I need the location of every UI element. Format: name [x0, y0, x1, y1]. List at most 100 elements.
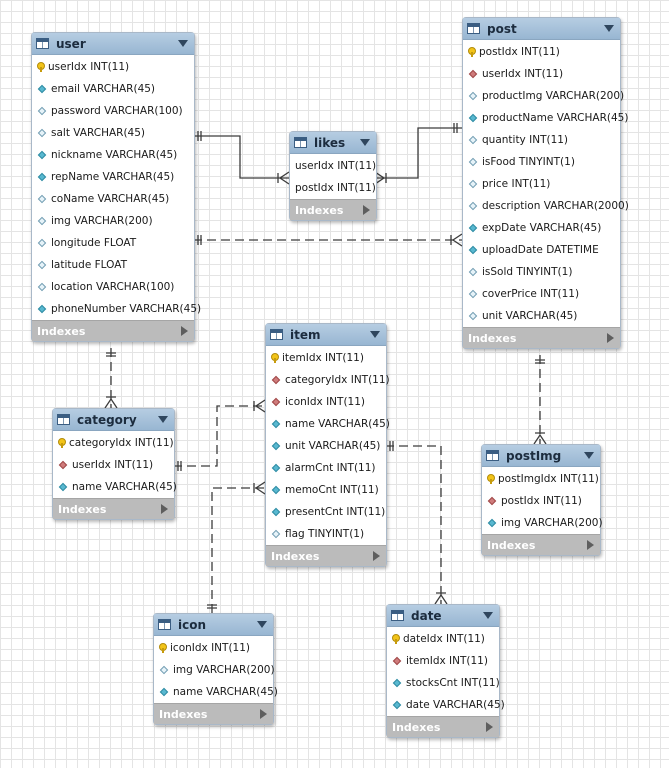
- column-row[interactable]: unit VARCHAR(45): [463, 305, 620, 327]
- expand-arrow-icon[interactable]: [363, 205, 370, 215]
- table-icon-entity[interactable]: icon iconIdx INT(11) img VARCHAR(200) na…: [153, 613, 278, 725]
- column-row[interactable]: memoCnt INT(11): [266, 479, 386, 501]
- column-row[interactable]: img VARCHAR(200): [154, 659, 275, 681]
- column-icon: [271, 419, 281, 429]
- indexes-bar[interactable]: Indexes: [463, 327, 620, 348]
- column-row[interactable]: userIdx INT(11): [53, 454, 174, 476]
- column-row[interactable]: coName VARCHAR(45): [32, 188, 194, 210]
- table-likes[interactable]: likes userIdx INT(11) postIdx INT(11) In…: [289, 131, 377, 221]
- indexes-bar[interactable]: Indexes: [482, 534, 600, 555]
- collapse-arrow-icon[interactable]: [584, 452, 594, 459]
- column-row[interactable]: postIdx INT(11): [482, 490, 600, 512]
- table-header[interactable]: icon: [154, 614, 273, 636]
- relationship-category-item[interactable]: [173, 399, 266, 471]
- expand-arrow-icon[interactable]: [607, 333, 614, 343]
- relationship-post-likes[interactable]: [374, 123, 462, 185]
- column-row[interactable]: email VARCHAR(45): [32, 78, 194, 100]
- column-row[interactable]: img VARCHAR(200): [32, 210, 194, 232]
- column-row[interactable]: productImg VARCHAR(200): [463, 85, 624, 107]
- column-row[interactable]: longitude FLOAT: [32, 232, 194, 254]
- column-row[interactable]: latitude FLOAT: [32, 254, 194, 276]
- table-category[interactable]: category categoryIdx INT(11) userIdx INT…: [52, 408, 177, 520]
- collapse-arrow-icon[interactable]: [158, 416, 168, 423]
- expand-arrow-icon[interactable]: [486, 722, 493, 732]
- table-user[interactable]: user userIdx INT(11) email VARCHAR(45) p…: [31, 32, 201, 342]
- column-row[interactable]: itemIdx INT(11): [387, 650, 499, 672]
- column-row[interactable]: description VARCHAR(2000): [463, 195, 629, 217]
- column-row[interactable]: isFood TINYINT(1): [463, 151, 620, 173]
- column-row[interactable]: uploadDate DATETIME: [463, 239, 620, 261]
- column-row[interactable]: nickname VARCHAR(45): [32, 144, 194, 166]
- table-header[interactable]: item: [266, 324, 386, 346]
- table-date[interactable]: date dateIdx INT(11) itemIdx INT(11) sto…: [386, 604, 505, 738]
- collapse-arrow-icon[interactable]: [483, 612, 493, 619]
- column-row[interactable]: date VARCHAR(45): [387, 694, 505, 716]
- column-row[interactable]: userIdx INT(11): [463, 63, 620, 85]
- column-row[interactable]: postImgIdx INT(11): [482, 468, 600, 490]
- column-row[interactable]: name VARCHAR(45): [154, 681, 278, 703]
- collapse-arrow-icon[interactable]: [178, 40, 188, 47]
- column-row[interactable]: name VARCHAR(45): [266, 413, 390, 435]
- relationship-user-likes[interactable]: [193, 131, 290, 185]
- relationship-user-post[interactable]: [193, 233, 463, 247]
- indexes-bar[interactable]: Indexes: [32, 320, 194, 341]
- table-postimg[interactable]: postImg postImgIdx INT(11) postIdx INT(1…: [481, 444, 603, 556]
- column-label: name VARCHAR(45): [173, 686, 278, 698]
- column-row[interactable]: presentCnt INT(11): [266, 501, 386, 523]
- collapse-arrow-icon[interactable]: [257, 621, 267, 628]
- column-row[interactable]: postIdx INT(11): [290, 177, 376, 199]
- table-header[interactable]: date: [387, 605, 499, 627]
- collapse-arrow-icon[interactable]: [604, 25, 614, 32]
- column-label: categoryIdx INT(11): [285, 374, 390, 386]
- table-header[interactable]: user: [32, 33, 194, 55]
- column-row[interactable]: stocksCnt INT(11): [387, 672, 500, 694]
- column-row[interactable]: name VARCHAR(45): [53, 476, 177, 498]
- column-row[interactable]: unit VARCHAR(45): [266, 435, 386, 457]
- column-row[interactable]: itemIdx INT(11): [266, 347, 386, 369]
- column-row[interactable]: postIdx INT(11): [463, 41, 620, 63]
- relationship-post-postimg[interactable]: [533, 355, 547, 445]
- expand-arrow-icon[interactable]: [260, 709, 267, 719]
- column-row[interactable]: quantity INT(11): [463, 129, 620, 151]
- column-row[interactable]: alarmCnt INT(11): [266, 457, 386, 479]
- relationship-item-date[interactable]: [385, 441, 448, 605]
- table-header[interactable]: category: [53, 409, 174, 431]
- indexes-bar[interactable]: Indexes: [53, 498, 174, 519]
- column-row[interactable]: repName VARCHAR(45): [32, 166, 194, 188]
- column-row[interactable]: coverPrice INT(11): [463, 283, 620, 305]
- table-post[interactable]: post postIdx INT(11) userIdx INT(11) pro…: [462, 17, 629, 349]
- table-item[interactable]: item itemIdx INT(11) categoryIdx INT(11)…: [265, 323, 390, 567]
- expand-arrow-icon[interactable]: [373, 551, 380, 561]
- expand-arrow-icon[interactable]: [181, 326, 188, 336]
- column-row[interactable]: img VARCHAR(200): [482, 512, 603, 534]
- expand-arrow-icon[interactable]: [161, 504, 168, 514]
- indexes-bar[interactable]: Indexes: [290, 199, 376, 220]
- collapse-arrow-icon[interactable]: [360, 139, 370, 146]
- expand-arrow-icon[interactable]: [587, 540, 594, 550]
- column-row[interactable]: userIdx INT(11): [32, 56, 194, 78]
- column-row[interactable]: phoneNumber VARCHAR(45): [32, 298, 201, 320]
- indexes-bar[interactable]: Indexes: [266, 545, 386, 566]
- indexes-bar[interactable]: Indexes: [154, 703, 273, 724]
- column-row[interactable]: isSold TINYINT(1): [463, 261, 620, 283]
- column-row[interactable]: salt VARCHAR(45): [32, 122, 194, 144]
- column-row[interactable]: userIdx INT(11): [290, 155, 376, 177]
- column-row[interactable]: password VARCHAR(100): [32, 100, 194, 122]
- column-row[interactable]: iconIdx INT(11): [266, 391, 386, 413]
- table-header[interactable]: post: [463, 18, 620, 40]
- column-row[interactable]: location VARCHAR(100): [32, 276, 194, 298]
- column-row[interactable]: dateIdx INT(11): [387, 628, 499, 650]
- relationship-icon-item[interactable]: [207, 481, 266, 613]
- collapse-arrow-icon[interactable]: [370, 331, 380, 338]
- column-row[interactable]: categoryIdx INT(11): [53, 432, 174, 454]
- column-row[interactable]: price INT(11): [463, 173, 620, 195]
- relationship-user-category[interactable]: [104, 348, 118, 409]
- table-header[interactable]: likes: [290, 132, 376, 154]
- column-row[interactable]: expDate VARCHAR(45): [463, 217, 620, 239]
- column-row[interactable]: flag TINYINT(1): [266, 523, 386, 545]
- column-row[interactable]: iconIdx INT(11): [154, 637, 273, 659]
- column-row[interactable]: categoryIdx INT(11): [266, 369, 390, 391]
- table-header[interactable]: postImg: [482, 445, 600, 467]
- column-row[interactable]: productName VARCHAR(45): [463, 107, 628, 129]
- indexes-bar[interactable]: Indexes: [387, 716, 499, 737]
